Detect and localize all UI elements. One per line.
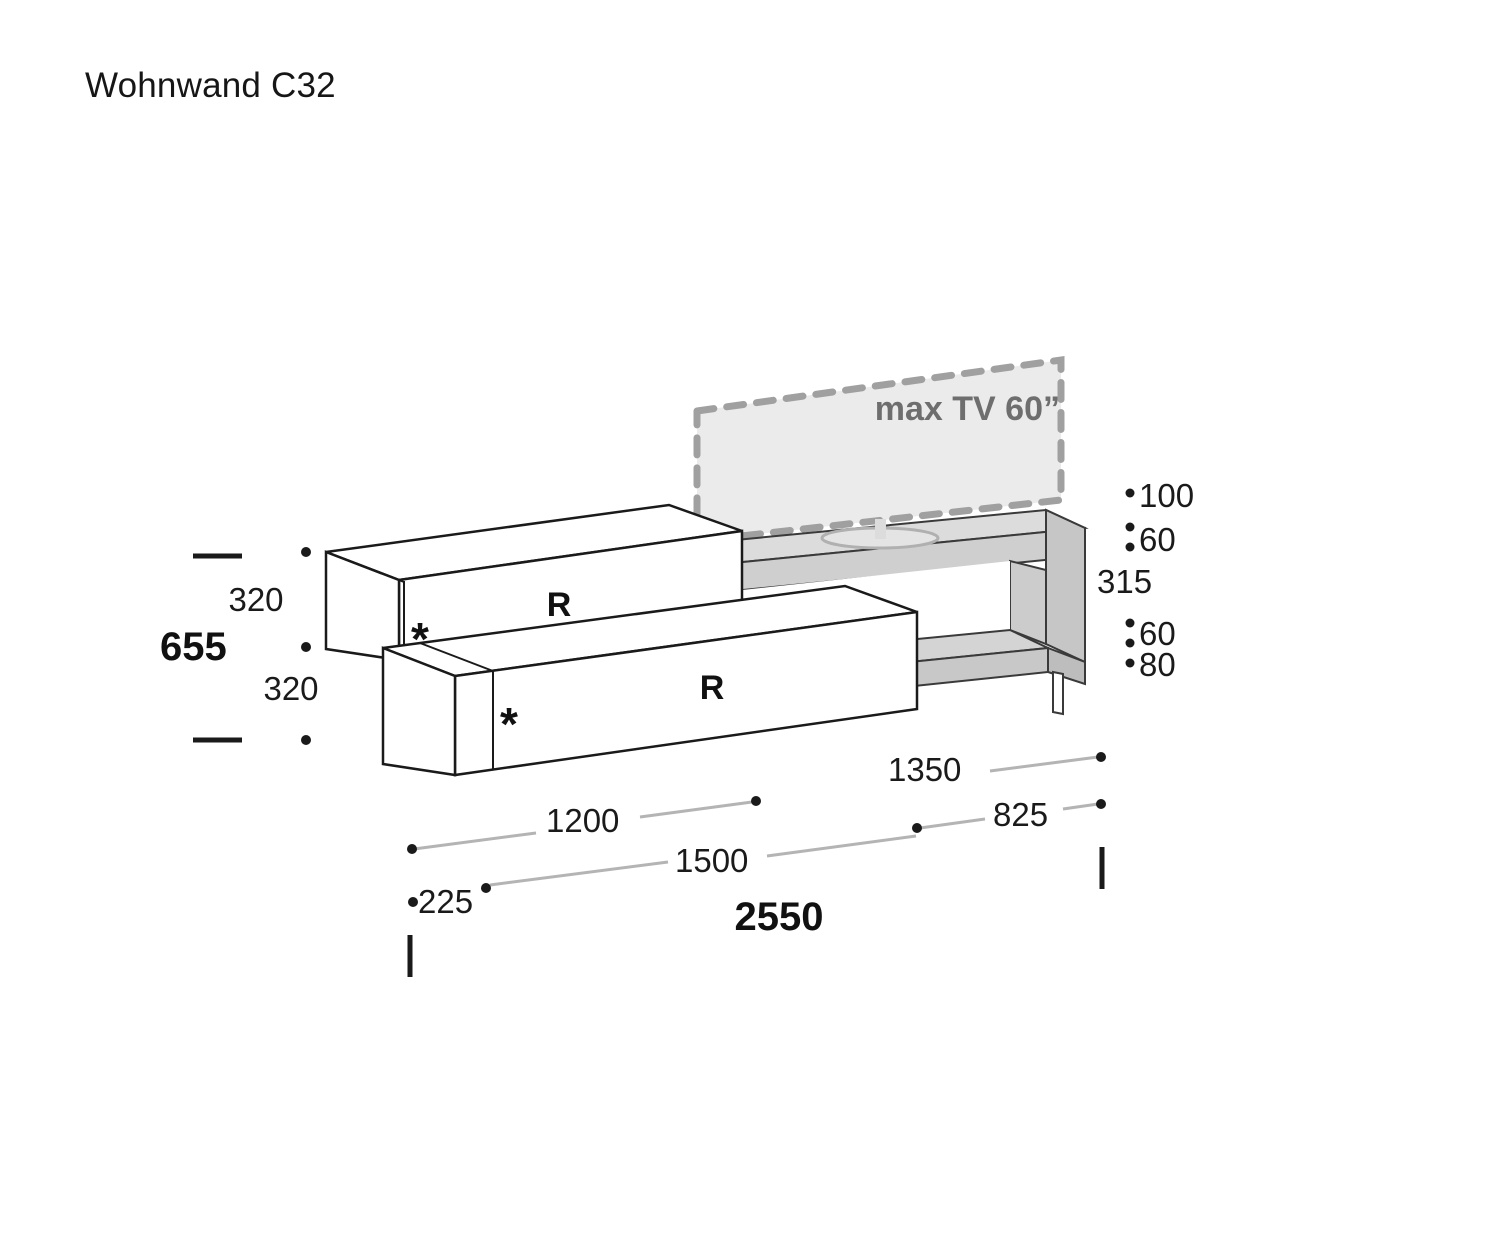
dim-right-315: 315 <box>1097 563 1152 600</box>
page-title: Wohnwand C32 <box>85 66 336 105</box>
right-dimension-group: 100 60 315 60 80 <box>1097 477 1194 683</box>
dim-height-upper: 320 <box>228 581 283 618</box>
right-dot-100 <box>1125 488 1135 498</box>
dim-line-1350 <box>989 755 1099 773</box>
dim-width-1500: 1500 <box>675 842 748 879</box>
max-tv-volume <box>693 355 1065 545</box>
dim-dot-1350-right <box>1096 752 1106 762</box>
dim-height-total: 655 <box>160 625 227 669</box>
dim-dot-225-right <box>481 883 491 893</box>
dim-dot-1200-right <box>751 796 761 806</box>
upper-drawer-label: R <box>547 586 572 624</box>
dim-width-1200: 1200 <box>546 802 619 839</box>
right-dot-60a-upper <box>1125 522 1135 532</box>
dim-width-225: 225 <box>418 883 473 920</box>
dim-dot-1200-left <box>407 844 417 854</box>
dim-right-60-upper: 60 <box>1139 521 1176 558</box>
width-dimension-group: 1350 1200 825 1500 225 2 <box>407 751 1106 977</box>
tv-screen-fill <box>697 360 1061 541</box>
right-dot-80 <box>1125 658 1135 668</box>
lower-drawer-label: R <box>700 669 725 707</box>
lower-drawer-box: R * <box>381 584 919 777</box>
right-dot-60a-lower <box>1125 542 1135 552</box>
dim-right-100: 100 <box>1139 477 1194 514</box>
dim-line-1500 <box>489 860 669 887</box>
height-dimension-group: 655 320 320 <box>160 547 319 745</box>
height-dot-middle <box>301 642 311 652</box>
dim-line-1200-right <box>639 800 753 819</box>
lower-drawer-top-seam <box>419 642 494 672</box>
dim-height-lower: 320 <box>263 670 318 707</box>
height-dot-bottom <box>301 735 311 745</box>
dim-dot-825-right <box>1096 799 1106 809</box>
dim-width-825: 825 <box>993 796 1048 833</box>
right-dot-60b-lower <box>1125 638 1135 648</box>
dim-dot-825-left <box>912 823 922 833</box>
grey-leg-right <box>1052 670 1064 716</box>
lower-drawer-left-side-face <box>381 646 457 777</box>
height-dot-top <box>301 547 311 557</box>
tv-stand-neck <box>875 519 886 539</box>
tv-outline-dashed <box>693 355 1065 545</box>
dim-line-825-right <box>1062 802 1099 811</box>
dim-width-1350: 1350 <box>888 751 961 788</box>
dim-line-1500-right <box>766 834 917 858</box>
dim-line-1200 <box>413 831 537 851</box>
right-dot-60b-upper <box>1125 618 1135 628</box>
dim-right-80: 80 <box>1139 646 1176 683</box>
upper-drawer-top-seam <box>330 553 405 583</box>
dim-right-60-lower: 60 <box>1139 615 1176 652</box>
dim-width-total: 2550 <box>735 895 824 939</box>
dim-line-825 <box>919 817 986 830</box>
dim-dot-225-left <box>408 897 418 907</box>
lower-drawer-asterisk: * <box>500 698 518 750</box>
grey-right-side-panel <box>1045 508 1086 664</box>
max-tv-label: max TV 60” <box>875 390 1060 428</box>
